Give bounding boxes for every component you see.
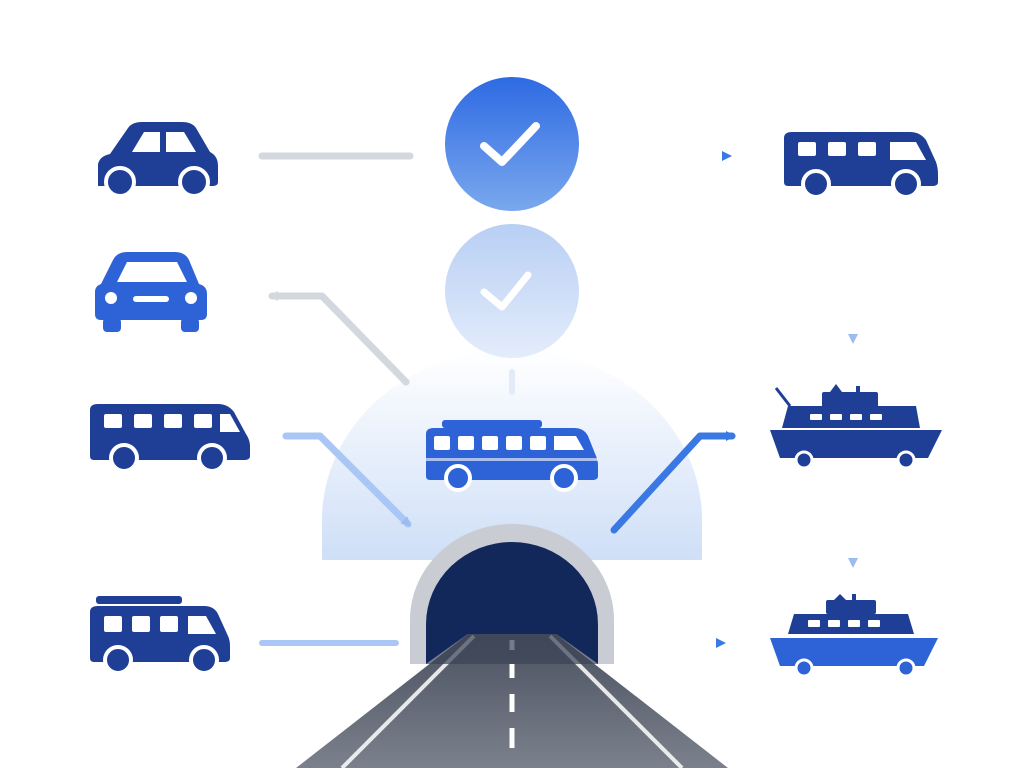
bus-icon (426, 420, 598, 492)
arrow-tunnel-to-ferry (610, 431, 736, 534)
checkpoint-approved (445, 77, 579, 211)
arrow-to-car2 (268, 291, 410, 386)
car-icon (95, 252, 207, 332)
tunnel-icon (410, 524, 614, 664)
van-icon (90, 404, 250, 473)
checkmark-icon (480, 122, 540, 166)
arrow-van1-to-tunnel (282, 432, 412, 528)
van-icon (90, 596, 230, 675)
ferry-icon (770, 384, 942, 470)
checkmark-icon (480, 271, 532, 311)
ferry-icon (770, 594, 938, 678)
van-icon (784, 132, 938, 199)
checkpoint-pending (445, 224, 579, 358)
car-icon (98, 122, 218, 198)
